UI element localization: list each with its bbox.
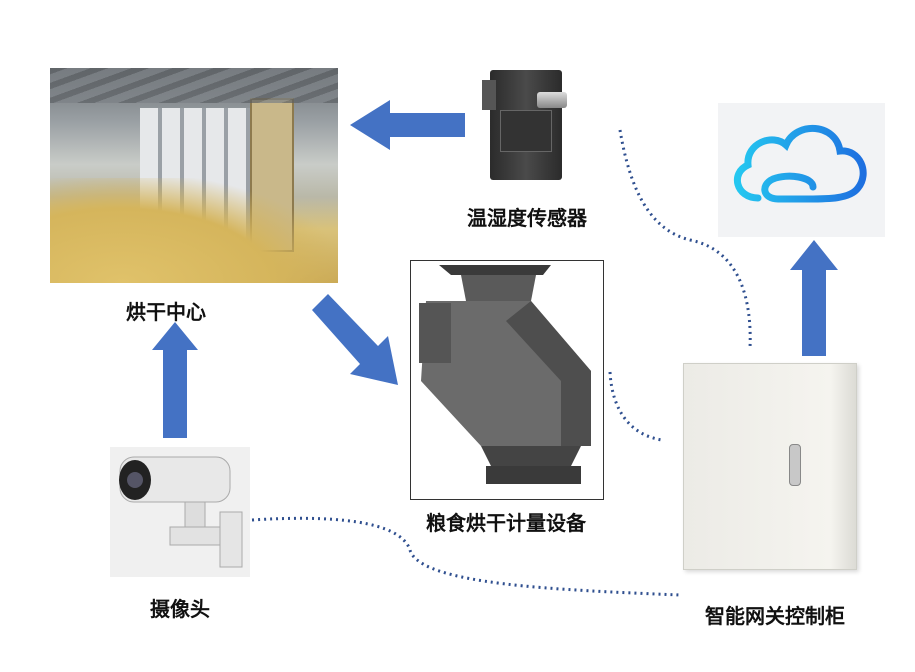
arrow-camera-to-drying-center bbox=[152, 322, 198, 438]
camera-label: 摄像头 bbox=[150, 597, 210, 621]
metering-equipment-image bbox=[410, 260, 604, 500]
cabinet-lock-icon bbox=[789, 444, 801, 486]
sensor-label: 温湿度传感器 bbox=[467, 206, 587, 230]
drying-center-label: 烘干中心 bbox=[126, 300, 206, 324]
cloud-icon bbox=[734, 125, 867, 203]
arrow-cabinet-to-cloud bbox=[790, 240, 838, 356]
cloud-image bbox=[718, 103, 885, 237]
dotted-link-sensor-cabinet bbox=[618, 129, 752, 349]
camera-image bbox=[110, 447, 250, 577]
metering-equipment-label: 粮食烘干计量设备 bbox=[426, 511, 586, 535]
arrow-sensor-to-drying-center bbox=[350, 100, 465, 150]
gateway-cabinet-image bbox=[683, 363, 857, 570]
sensor-image bbox=[482, 70, 572, 182]
dotted-link-equipment-cabinet bbox=[608, 371, 663, 442]
gateway-cabinet-label: 智能网关控制柜 bbox=[705, 604, 845, 628]
arrow-drying-center-to-equipment bbox=[312, 294, 398, 385]
dotted-link-camera-cabinet bbox=[251, 516, 681, 597]
drying-center-image bbox=[50, 68, 338, 283]
